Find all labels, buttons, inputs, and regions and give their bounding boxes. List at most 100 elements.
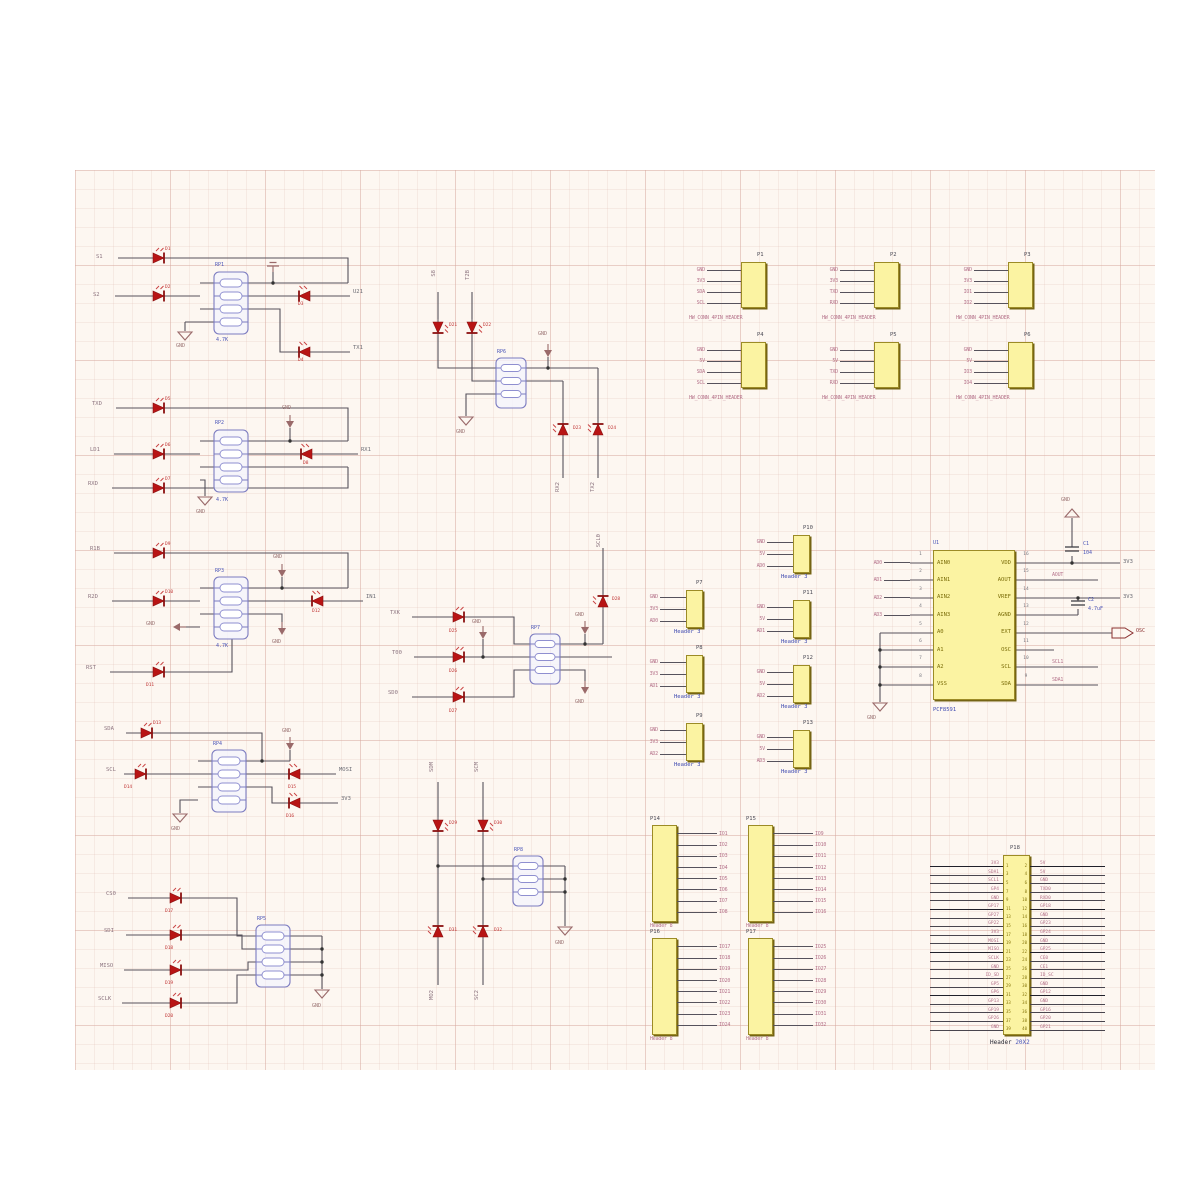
pin-number: 2 (1024, 862, 1027, 868)
net-label: S8 (431, 270, 437, 277)
pin-net-label: SCL (696, 380, 706, 386)
pin-number: 13 (1023, 604, 1029, 610)
diode-ref: D8 (303, 461, 309, 466)
header-caption: Header 8 (746, 923, 769, 929)
net-label: MOSI (339, 767, 353, 773)
header-caption: HW_CONN_4PIN_HEADER (956, 395, 1010, 401)
pin-net-label: IO3 (963, 369, 973, 375)
diode-icon (296, 285, 314, 303)
pin-net-label: IO30 (815, 999, 827, 1006)
diode-ref: D11 (146, 683, 155, 688)
net-label: SCL1 (1052, 659, 1064, 665)
header-8pin-body (652, 938, 677, 1035)
power-symbol-icon (266, 261, 280, 273)
pin-net-label: MISO (988, 947, 999, 953)
pin-number: 16 (1023, 552, 1029, 557)
pin-number: 18 (1022, 931, 1027, 937)
ground-icon (580, 680, 590, 695)
header-caption: Header 8 (746, 1036, 769, 1042)
pin-net-label: 3V3 (649, 739, 659, 745)
net-label: U21 (353, 289, 363, 295)
diode-icon (149, 247, 167, 265)
header-3pin-body (793, 600, 810, 638)
component-value: 4.7K (216, 337, 229, 343)
net-label: SCM (474, 762, 480, 772)
diode-ref: D26 (449, 669, 458, 674)
header-ref: P15 (746, 816, 756, 822)
pin-net-label: IO3 (719, 853, 728, 860)
diode-icon (296, 341, 314, 359)
level-shifter-block-c (110, 542, 363, 679)
ground-icon (277, 563, 287, 578)
net-label: SDM (429, 762, 435, 772)
component-ref: RP2 (215, 420, 225, 426)
pin-number: 13 (1006, 914, 1011, 920)
pin-number: 39 (1006, 1026, 1011, 1032)
pin-net-label: IO16 (815, 909, 827, 916)
pin-net-label: SCLK (988, 955, 999, 961)
pin-number: 8 (1024, 888, 1027, 894)
ground-icon (557, 926, 573, 936)
pin-net-label: IO13 (815, 875, 827, 882)
header-ref: P13 (803, 720, 813, 726)
ground-icon (177, 331, 193, 341)
pin-number: 5 (919, 621, 922, 627)
pin-net-label: GND (696, 267, 706, 273)
pin-net-label: TXD0 (1040, 887, 1051, 893)
component-value: 4.7K (216, 643, 229, 649)
pin-net-label: IO20 (719, 977, 731, 984)
net-label: TXD (92, 401, 102, 407)
pin-net-label: GP25 (1040, 947, 1051, 953)
header-ref: P14 (650, 816, 660, 822)
pin-number: 35 (1006, 1009, 1011, 1015)
header-ref: P17 (746, 929, 756, 935)
pin-net-label: SDA (696, 369, 706, 375)
pin-number: 15 (1006, 922, 1011, 928)
gnd-label: GND (273, 554, 283, 560)
pin-number: 29 (1006, 983, 1011, 989)
diode-ref: D18 (165, 946, 174, 951)
gnd-label: GND (538, 331, 548, 337)
pin-name: A2 (937, 663, 944, 670)
pin-net-label: CE0 (1040, 955, 1049, 961)
pin-net-label: IO12 (815, 864, 827, 871)
net-label: SDA (104, 726, 114, 732)
diode-ref: D10 (165, 590, 174, 595)
pin-number: 14 (1023, 586, 1029, 592)
pin-net-label: ID_SC (1040, 973, 1054, 979)
header-4pin-body (874, 262, 899, 308)
ground-icon (543, 343, 553, 358)
pin-net-label: GND (990, 1024, 999, 1030)
pin-net-label: GND (756, 539, 766, 545)
diode-ref: D21 (449, 323, 458, 328)
pin-number: 33 (1006, 1000, 1011, 1006)
gnd-label: GND (282, 405, 292, 411)
gnd-label: GND (575, 612, 585, 618)
header-3pin-body (793, 535, 810, 573)
diode-ref: D13 (153, 721, 162, 726)
gnd-label: GND (312, 1003, 322, 1009)
pin-net-label: GP17 (988, 904, 999, 910)
pin-net-label: GND (829, 267, 839, 273)
net-label: 3V3 (1123, 594, 1133, 600)
ic-ref: U1 (933, 540, 940, 546)
header-4pin-body (1008, 262, 1033, 308)
gnd-label: GND (176, 343, 186, 349)
diode-ref: D17 (165, 909, 174, 914)
net-label: LD1 (90, 447, 100, 453)
component-ref: RP4 (213, 741, 223, 747)
gnd-label: GND (272, 639, 282, 645)
header-ref: P6 (1024, 332, 1031, 338)
header-caption: Header 3 (781, 769, 808, 775)
pin-number: 11 (1023, 638, 1029, 644)
pin-net-label: AD2 (873, 594, 883, 601)
gnd-label: GND (575, 699, 585, 705)
pin-number: 7 (919, 656, 922, 662)
pin-net-label: 3V3 (990, 930, 999, 936)
pin-net-label: IO22 (719, 999, 731, 1006)
pin-net-label: CE1 (1040, 964, 1049, 970)
pin-net-label: GP6 (990, 990, 999, 996)
